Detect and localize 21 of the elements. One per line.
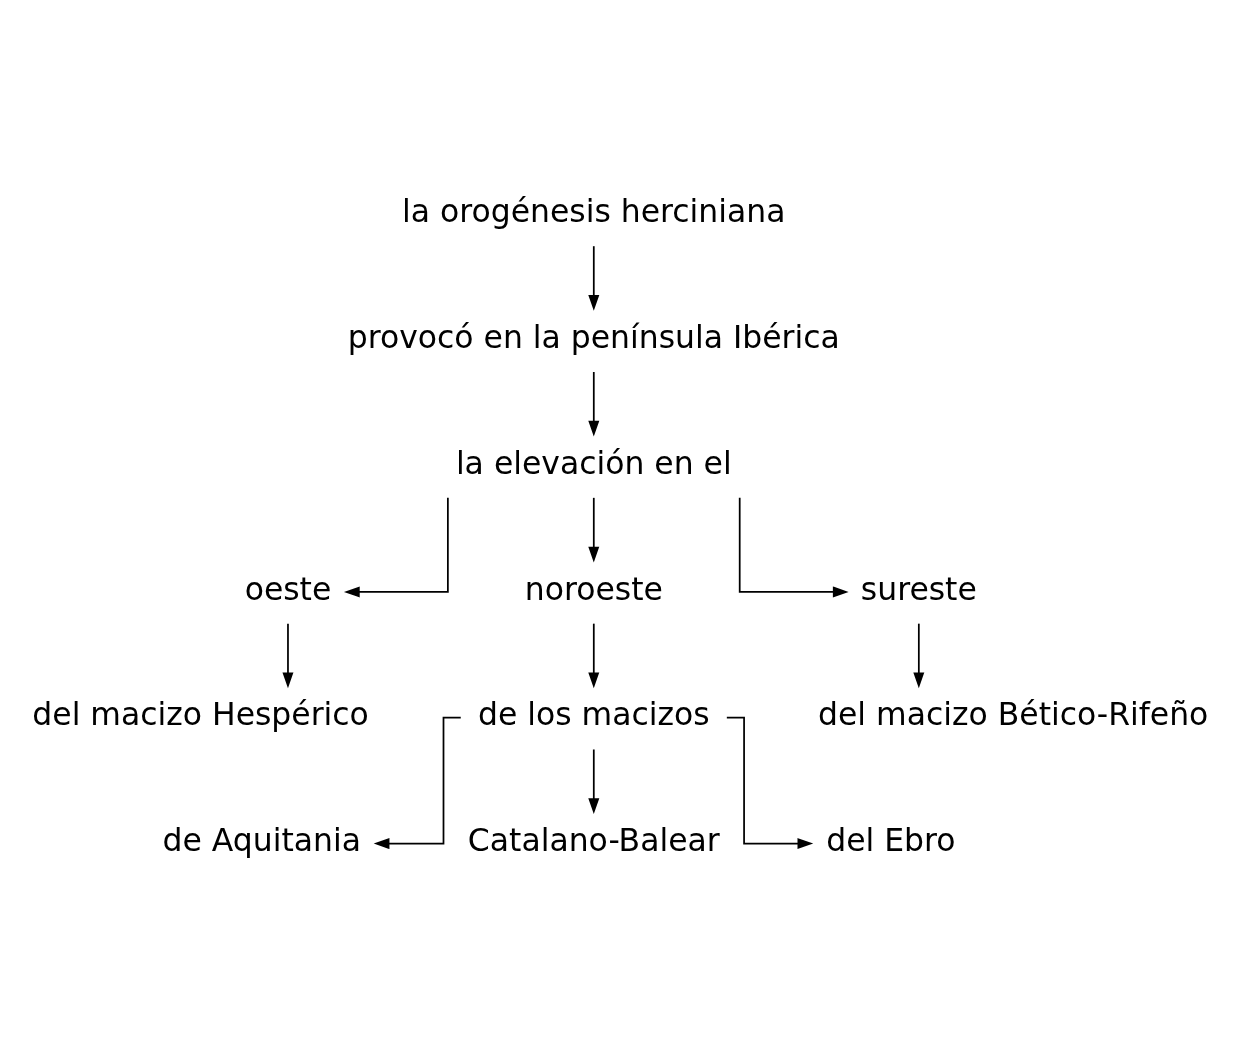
- node-text: Catalano-Balear: [467, 821, 720, 858]
- arrow: [588, 622, 600, 688]
- node-text: noroeste: [524, 570, 663, 607]
- node-text: oeste: [244, 570, 332, 607]
- arrow: [282, 622, 294, 688]
- node-text: del macizo Hespérico: [32, 695, 369, 732]
- node-text: de los macizos: [477, 695, 710, 732]
- arrow: [588, 748, 600, 814]
- node-text: la elevación en el: [455, 444, 732, 481]
- arrow: [738, 496, 849, 597]
- node-text: sureste: [860, 570, 977, 607]
- arrow: [588, 244, 600, 311]
- arrow: [588, 496, 600, 562]
- node-text: del Ebro: [826, 821, 956, 858]
- arrow: [913, 622, 925, 688]
- arrow: [343, 496, 449, 597]
- node-text: de Aquitania: [162, 821, 361, 858]
- node-text: del macizo Bético-Rifeño: [818, 695, 1209, 732]
- arrow: [588, 370, 600, 437]
- node-text: provocó en la península Ibérica: [347, 318, 840, 355]
- node-text: la orogénesis herciniana: [402, 192, 786, 229]
